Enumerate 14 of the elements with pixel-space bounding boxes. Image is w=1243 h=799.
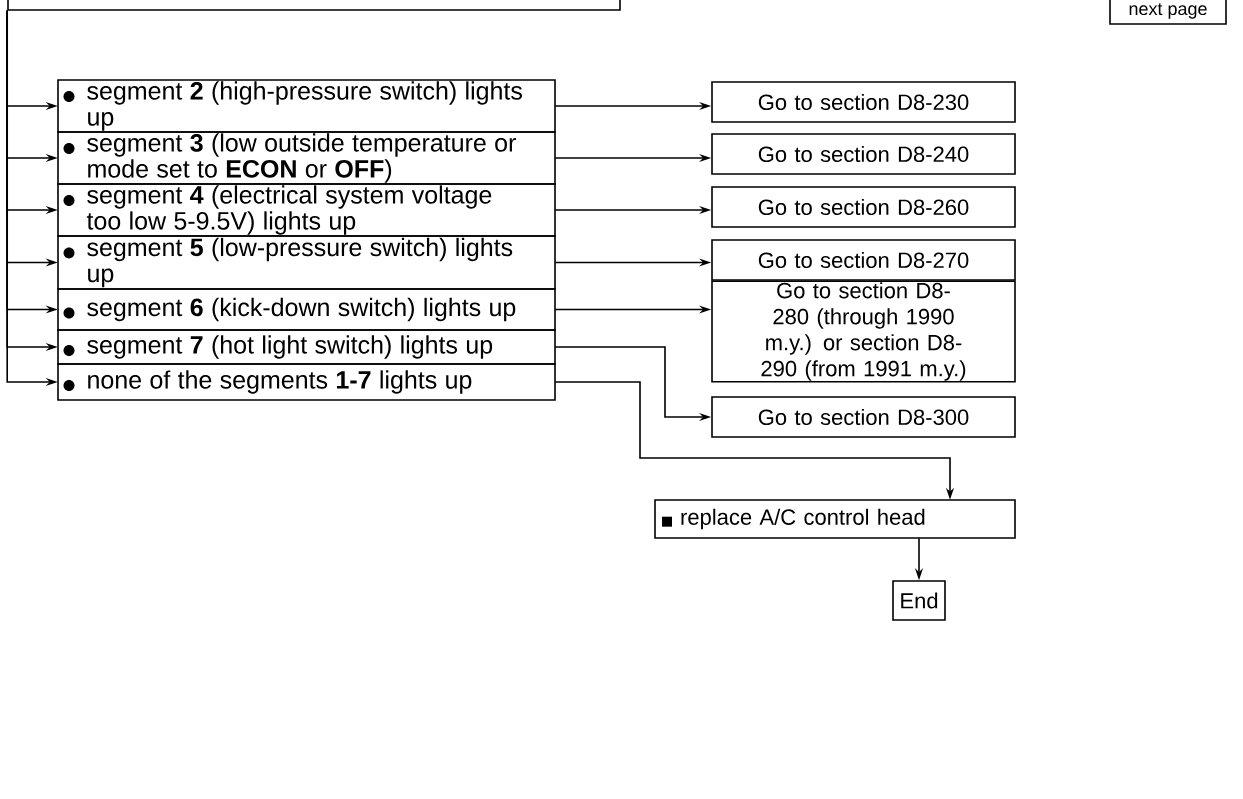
condition-box: segment 6 (kick-down switch) lights up bbox=[57, 288, 556, 331]
process-box: replace A/C control head bbox=[654, 499, 1016, 539]
process-box: Go to section D8-260 bbox=[711, 186, 1016, 228]
process-box: End bbox=[892, 580, 946, 621]
process-box: next page bbox=[1109, 0, 1227, 25]
condition-box: segment 3 (low outside temperature or mode set to ECON or OFF) bbox=[57, 131, 556, 185]
process-box: Go to section D8-300 bbox=[711, 396, 1016, 438]
process-box: Go to section D8-270 bbox=[711, 239, 1016, 281]
process-box: Go to section D8-240 bbox=[711, 133, 1016, 175]
condition-box: none of the segments 1-7 lights up bbox=[57, 363, 556, 401]
condition-box: segment 7 (hot light switch) lights up bbox=[57, 329, 556, 365]
process-box bbox=[7, 0, 621, 11]
process-box: Go to section D8-280 (through 1990 m.y.) or section D8-290 (from 1991 m.y.) bbox=[711, 280, 1016, 383]
process-box: Go to section D8-230 bbox=[711, 81, 1016, 123]
